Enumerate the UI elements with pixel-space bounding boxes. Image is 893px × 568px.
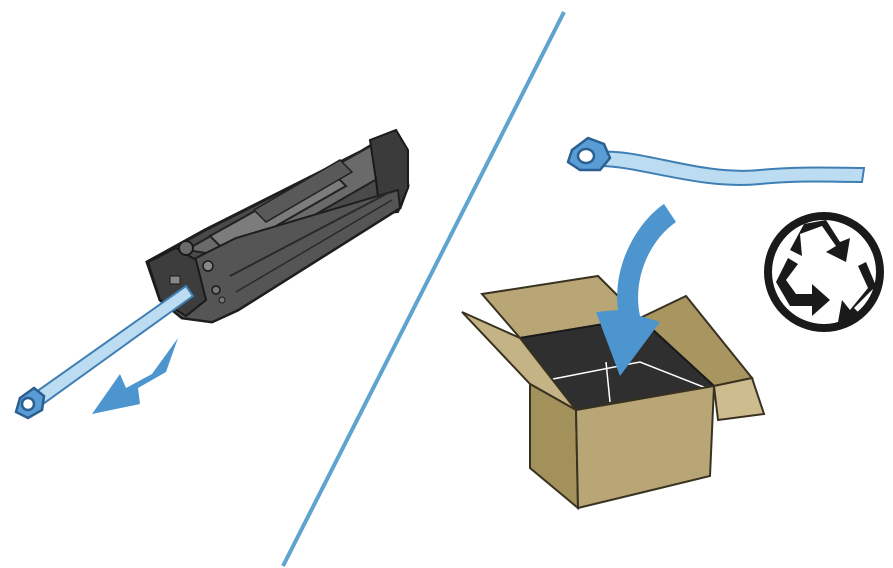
sealing-tape-pull-tab	[14, 284, 195, 420]
insert-arrow	[596, 204, 676, 376]
divider-line	[281, 11, 566, 567]
toner-cartridge	[145, 128, 410, 324]
pull-direction-arrow	[92, 338, 178, 414]
recycle-icon	[764, 212, 884, 332]
removed-sealing-tape	[566, 136, 866, 186]
